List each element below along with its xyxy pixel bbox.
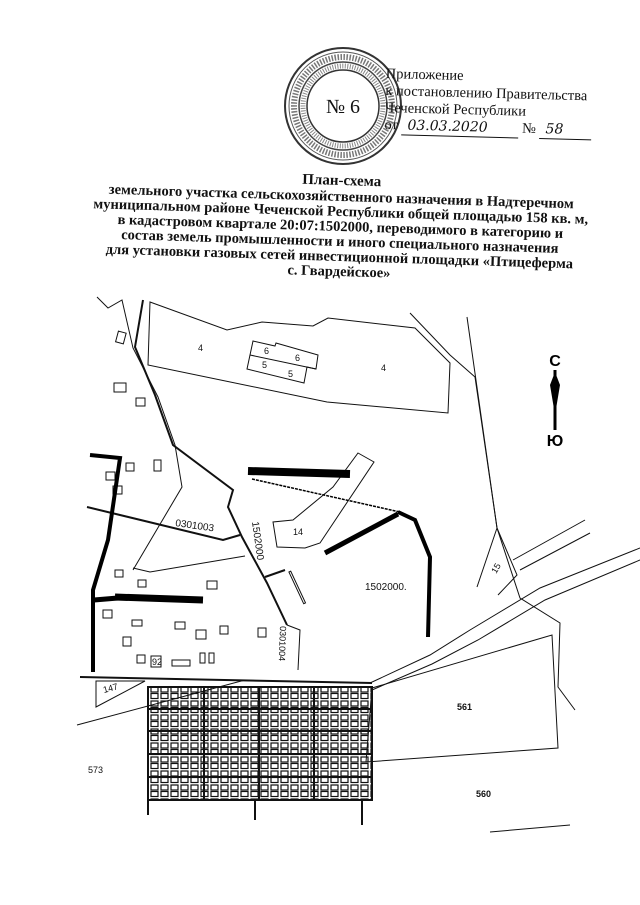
parcel-label: 4 (381, 363, 386, 373)
resolution-number: 58 (539, 121, 592, 141)
quarter-label: 1502000 (249, 521, 265, 562)
gas-line-thin (251, 478, 401, 513)
quarter-label: 0301003 (175, 518, 216, 534)
parcel-label: 92 (152, 657, 162, 667)
street-line (79, 676, 373, 684)
parcel-label: 6 (264, 346, 269, 356)
road-edge (519, 532, 591, 571)
building-divider (249, 354, 317, 370)
parcel-label: 15 (489, 561, 503, 575)
village-buildings (102, 330, 307, 667)
parcel-label: 6 (295, 353, 300, 363)
resolution-date: 03.03.2020 (401, 117, 519, 139)
road-edge (512, 519, 586, 561)
parcel-15-boundary (496, 527, 518, 596)
quarter-label: 0301004 (277, 626, 288, 661)
road-edge (371, 559, 640, 691)
parcel-label: 5 (288, 369, 293, 379)
parcel-label: 561 (457, 702, 472, 712)
boundary-0301004 (286, 624, 301, 671)
parcel-label: 147 (102, 681, 119, 695)
gas-line-segment (247, 467, 351, 478)
boundary-line (409, 312, 498, 588)
appendix-header: Приложение к постановлению Правительства… (384, 66, 593, 141)
quarter-line-0301003 (86, 506, 241, 542)
gas-line-route (397, 510, 433, 638)
parcel-label: 4 (198, 343, 203, 353)
thick-boundary (89, 453, 123, 672)
boundary-line (264, 569, 286, 578)
number-prefix: № (521, 120, 537, 137)
parcel-147-boundary (95, 680, 146, 708)
parcel-label: 14 (293, 527, 303, 537)
quarter-label: 1502000. (365, 582, 407, 593)
parcel-4-boundary (147, 301, 451, 414)
gas-line-segment (323, 511, 400, 556)
boundary-line (132, 555, 246, 573)
date-prefix: от (384, 116, 399, 134)
site-plan-map: С Ю 4 4 6 6 5 5 14 15 0301003 1502000 15… (76, 296, 640, 833)
parcel-label: 560 (476, 789, 491, 799)
compass-south: Ю (547, 433, 564, 450)
north-arrow-icon: С Ю (547, 353, 564, 450)
official-seal: № 6 (284, 47, 402, 165)
document-title: План-схема земельного участка сельскохоз… (89, 166, 592, 288)
boundary-line (466, 316, 576, 711)
compass-north: С (549, 353, 561, 370)
parcel-561-boundary (365, 634, 559, 763)
gas-line-segment (114, 593, 204, 604)
block-dividers (147, 687, 372, 825)
parcel-14-boundary (272, 452, 375, 549)
seal-number: № 6 (326, 96, 360, 118)
parcel-label: 5 (262, 360, 267, 370)
gas-network (89, 453, 433, 672)
parcel-560-boundary (489, 824, 571, 833)
boundary-line (133, 299, 288, 626)
parcel-label: 573 (88, 765, 103, 775)
road-edge (369, 547, 640, 684)
